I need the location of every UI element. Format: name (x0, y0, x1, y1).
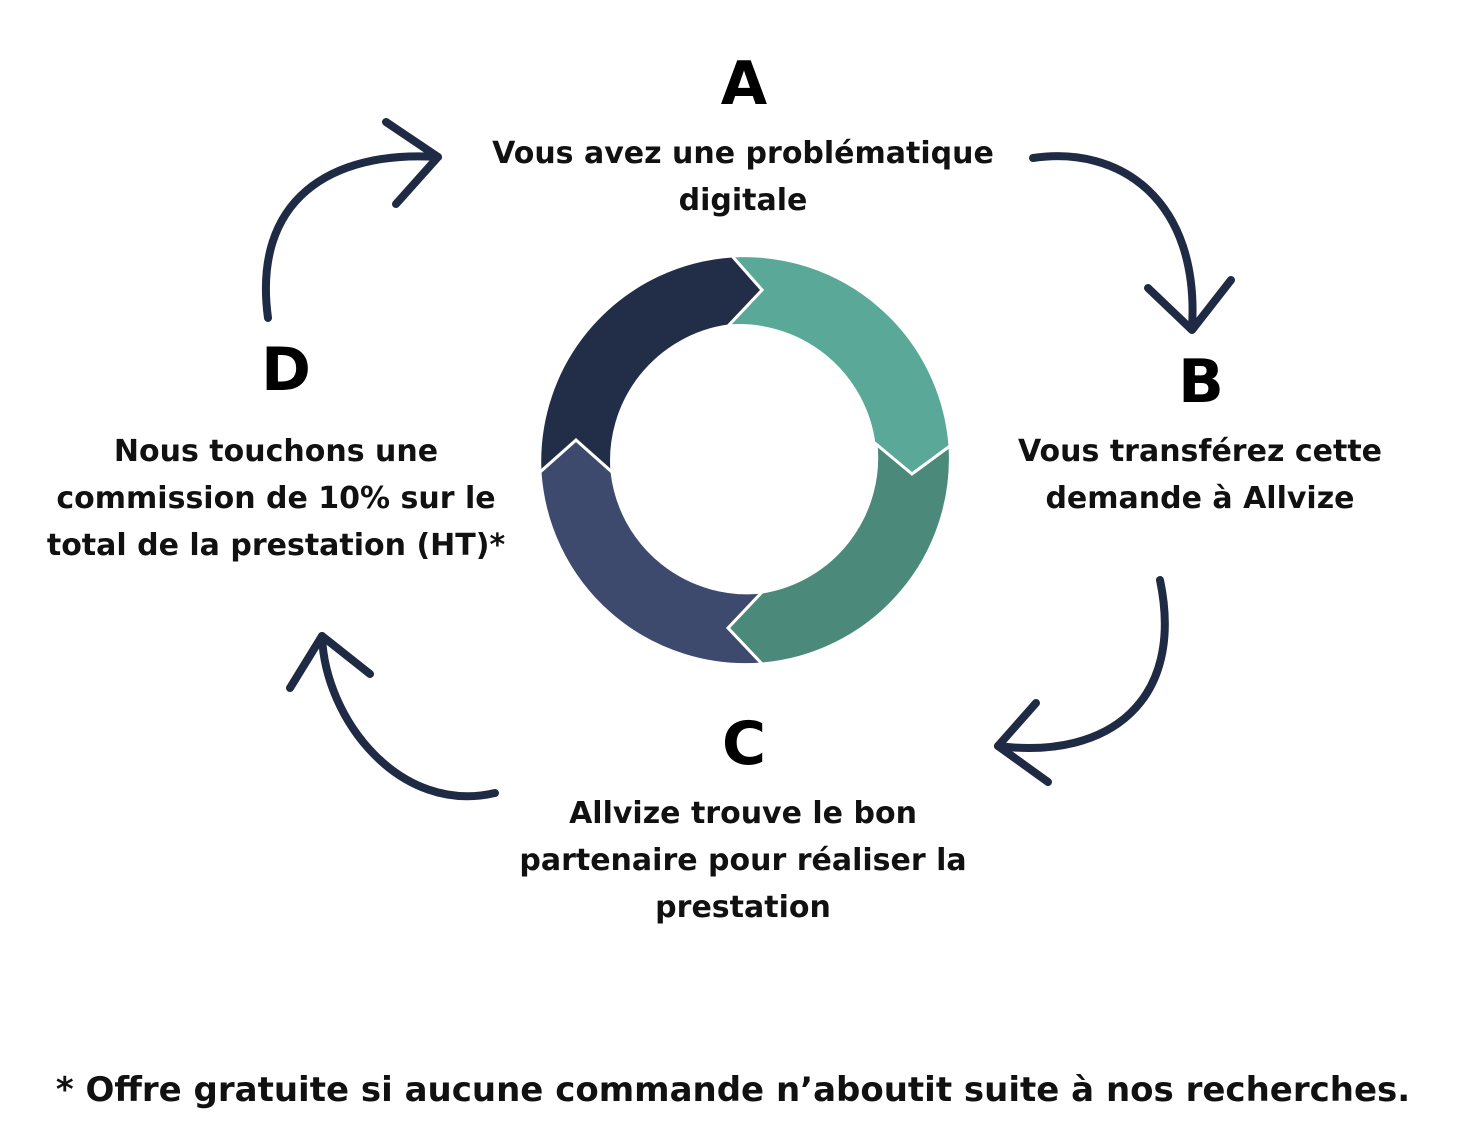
arrow-d-to-a (262, 118, 442, 322)
step-b-letter: B (1178, 347, 1224, 417)
ring-segment-b (725, 440, 952, 666)
step-c-description: Allvize trouve le bon partenaire pour ré… (519, 796, 967, 925)
ring-segment-d (538, 254, 765, 476)
cycle-ring (538, 254, 952, 667)
step-d-description: Nous touchons une commission de 10% sur … (46, 434, 506, 563)
arrow-a-to-b (1029, 152, 1235, 334)
step-c-letter: C (721, 709, 767, 779)
step-d-letter: D (261, 335, 311, 405)
arrow-c-to-d (286, 632, 499, 801)
arrow-b-to-c (994, 576, 1169, 786)
ring-segment-c (538, 437, 766, 667)
footnote: * Offre gratuite si aucune commande n’ab… (55, 1070, 1411, 1110)
step-b-description: Vous transférez cette demande à Allvize (1017, 434, 1383, 516)
step-a-description: Vous avez une problématique digitale (492, 136, 994, 218)
step-a-letter: A (720, 49, 768, 119)
